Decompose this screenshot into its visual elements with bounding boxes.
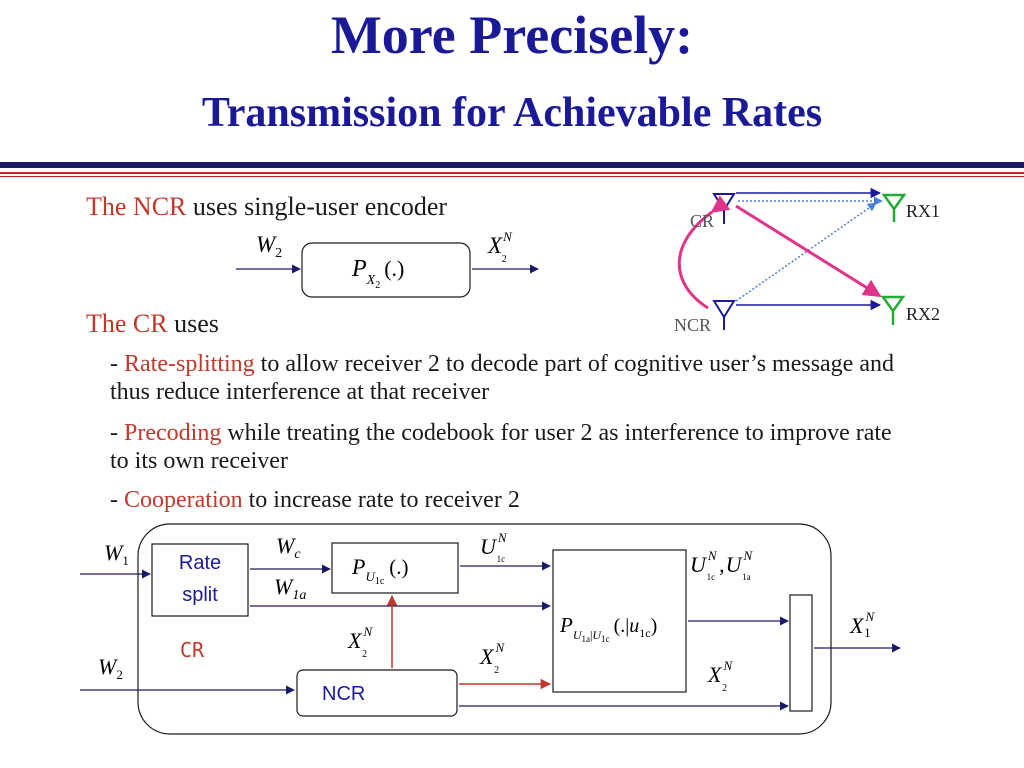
combiner-block bbox=[789, 594, 813, 712]
encoder-block bbox=[301, 242, 471, 298]
pu1c-block bbox=[331, 542, 459, 594]
bullet-term: Precoding bbox=[124, 420, 222, 446]
title-rule-red bbox=[0, 172, 1024, 174]
w1-label: W1 bbox=[104, 540, 129, 568]
bullet-dash: - bbox=[110, 487, 124, 513]
ncr-block-label: NCR bbox=[322, 683, 365, 705]
ncr-block bbox=[296, 669, 458, 717]
ncr-encoder-sentence: The NCR uses single-user encoder bbox=[86, 192, 447, 222]
bullet-dash: - bbox=[110, 420, 124, 446]
channel-diagram: CR NCR RX1 RX2 bbox=[674, 187, 940, 335]
rate-split-block bbox=[151, 543, 249, 617]
bullet-dash: - bbox=[110, 351, 124, 377]
title-rule-thin bbox=[0, 176, 1024, 177]
ncr-sentence-rest: uses single-user encoder bbox=[186, 192, 448, 221]
bullet-cooperation: - Cooperation to increase rate to receiv… bbox=[110, 486, 910, 514]
cr-antenna-icon bbox=[712, 193, 736, 224]
precoder-label: PU1a|U1c(.|u1c) bbox=[559, 613, 657, 644]
bullet-text: while treating the codebook for user 2 a… bbox=[110, 420, 892, 474]
bullet-text: to allow receiver 2 to decode part of co… bbox=[110, 351, 894, 405]
bullet-term: Rate-splitting bbox=[124, 351, 255, 377]
w1a-label: W1a bbox=[274, 574, 306, 603]
ncr-term: The NCR bbox=[86, 192, 187, 221]
cr-uses-sentence: The CR uses bbox=[86, 309, 219, 339]
ncr-antenna-icon bbox=[712, 300, 736, 330]
link-ncr-rx1-interference bbox=[735, 202, 877, 302]
encoder-input-label: W2 bbox=[256, 232, 282, 261]
bullet-text: to increase rate to receiver 2 bbox=[242, 487, 520, 513]
cr-sentence-rest: uses bbox=[167, 309, 219, 338]
bullet-term: Cooperation bbox=[124, 487, 243, 513]
cr-block-label: CR bbox=[180, 638, 205, 662]
ncr-label: NCR bbox=[674, 315, 711, 335]
rx2-label: RX2 bbox=[906, 304, 940, 324]
bullet-rate-splitting: - Rate-splitting to allow receiver 2 to … bbox=[110, 350, 910, 406]
rx2-antenna-icon bbox=[880, 295, 906, 325]
pu1c-label: PU1c(.) bbox=[351, 554, 409, 587]
ncr-to-cr-side-info bbox=[677, 195, 731, 310]
w2-label: W2 bbox=[98, 654, 123, 682]
link-cr-rx2-interference bbox=[735, 204, 882, 298]
rate-split-label-1: Rate bbox=[179, 552, 221, 574]
encoder-function-label: PX2(.) bbox=[351, 256, 404, 291]
bullet-precoding: - Precoding while treating the codebook … bbox=[110, 419, 910, 475]
rx1-label: RX1 bbox=[906, 201, 940, 221]
precoder-block bbox=[552, 549, 687, 693]
rate-split-label-2: split bbox=[182, 584, 218, 606]
wc-label: Wc bbox=[276, 533, 301, 562]
slide-title: More Precisely: bbox=[330, 5, 694, 65]
slide-subtitle: Transmission for Achievable Rates bbox=[201, 90, 823, 136]
cr-label: CR bbox=[690, 211, 714, 231]
cr-boundary-box bbox=[137, 523, 832, 735]
title-rule-navy bbox=[0, 162, 1024, 168]
rx1-antenna-icon bbox=[881, 193, 907, 222]
cr-term: The CR bbox=[86, 309, 168, 338]
